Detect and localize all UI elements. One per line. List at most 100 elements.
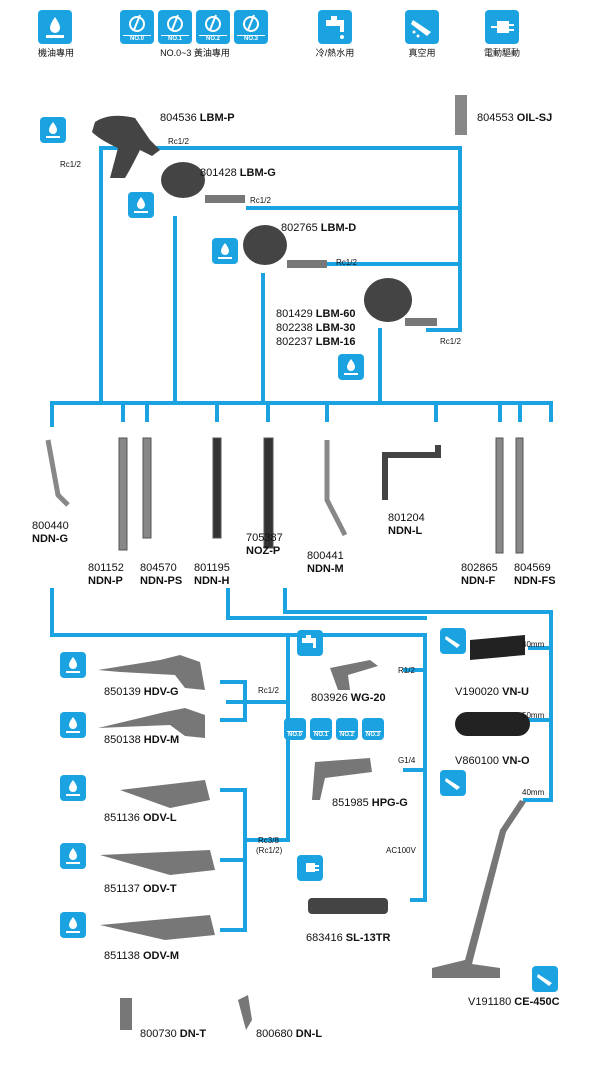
hdv-m-gun [98,708,205,738]
product-label-hdv-m: 850138 HDV-M [104,734,180,746]
lbm-60-meter [364,278,412,322]
thread-label: Rc1/2 [336,258,357,267]
thread-label: (Rc1/2) [256,846,283,855]
grease-icon-no3: NO.3 [362,718,384,740]
grease-icon-no1: NO.1 [310,718,332,740]
vn-u-nozzle [470,635,525,660]
grade-badge: NO.3 [365,731,381,738]
dn-l-nozzle [238,995,252,1030]
thread-label: G1/4 [398,756,416,765]
legend-caption-oil: 機油專用 [37,48,74,58]
legend-caption-water: 冷/熱水用 [315,48,355,58]
nozzle-shapes [45,437,524,554]
ndn-g-nozzle [45,439,70,507]
ce-450c-wand [432,800,526,978]
hpg-g-gun [312,758,372,800]
grease-icon-no2: NO.2 [336,718,358,740]
grease-icon-no3: NO.3 [234,10,268,44]
plug-icon [485,10,519,44]
product-label-dn-t: 800730 DN-T [140,1028,207,1040]
odv-l-gun [120,780,210,808]
product-label-lbm-60: 801429 LBM-60 [276,308,356,320]
oil-sj-swivel [455,95,467,135]
ndn-f-nozzle [495,437,504,554]
sl-13tr-lamp [308,898,388,914]
voltage-label: AC100V [386,846,416,855]
grease-icon-no0: NO.0 [284,718,306,740]
noz-p-nozzle [263,437,274,549]
odv-m-gun [100,915,215,940]
oil-icon [60,775,86,801]
wg-20-gun [330,660,378,690]
plug-icon [297,855,323,881]
legend-caption-electric: 電動驅動 [483,48,520,58]
ndn-m-nozzle [324,440,348,537]
legend-caption-vacuum: 真空用 [408,48,436,58]
lbm-g-meter [161,162,205,198]
oil-icon [60,652,86,678]
product-label-lbm-d: 802765 LBM-D [281,222,357,234]
product-label-ce-450c: V191180 CE-450C [468,996,560,1008]
grade-badge: NO.2 [199,35,227,43]
connector-lines [50,146,553,932]
product-label-lbm-16: 802237 LBM-16 [276,336,356,348]
vacuum-icon [532,966,558,992]
size-label: 50mm [522,711,545,720]
vn-o-nozzle [455,712,530,736]
size-label: 40mm [522,788,545,797]
thread-label: Rc1/2 [60,160,81,169]
dn-t-nozzle [120,998,132,1030]
oil-icon [60,912,86,938]
product-label-wg-20: 803926 WG-20 [311,692,386,704]
ndn-h-nozzle [212,437,222,539]
thread-label: Rc1/2 [250,196,271,205]
thread-label: R1/2 [398,666,415,675]
grease-icon-no2: NO.2 [196,10,230,44]
vacuum-icon [405,10,439,44]
vacuum-icon [440,628,466,654]
product-label-lbm-g: 801428 LBM-G [200,167,276,179]
grade-badge: NO.1 [161,35,189,43]
product-label-lbm-p: 804536 LBM-P [160,112,235,124]
product-label-oil-sj: 804553 OIL-SJ [477,112,553,124]
grade-badge: NO.0 [123,35,151,43]
grade-badge: NO.2 [339,731,355,738]
ndn-l-nozzle [382,445,441,500]
lower-tool-shapes [98,635,530,1030]
grease-icon-no1: NO.1 [158,10,192,44]
product-label-dn-l: 800680 DN-L [256,1028,323,1040]
product-label-lbm-30: 802238 LBM-30 [276,322,356,334]
product-label-odv-l: 851136 ODV-L [104,812,177,824]
legend-caption-grease: NO.0~3 黃油專用 [160,48,230,58]
product-label-odv-m: 851138 ODV-M [104,950,180,962]
water-tap-icon [297,630,323,656]
oil-icon [38,10,72,44]
grade-badge: NO.1 [313,731,329,738]
ndn-p-nozzle [118,437,128,551]
oil-icon [60,712,86,738]
hdv-g-gun [98,655,205,690]
thread-label: Rc1/2 [258,686,279,695]
product-label-vn-u: V190020 VN-U [455,686,529,698]
product-label-vn-o: V860100 VN-O [455,755,530,767]
size-label: 40mm [522,640,545,649]
water-tap-icon [318,10,352,44]
vacuum-icon [440,770,466,796]
odv-t-gun [100,850,215,875]
oil-icon [60,843,86,869]
product-label-sl-13tr: 683416 SL-13TR [306,932,391,944]
product-label-odv-t: 851137 ODV-T [104,883,177,895]
lbm-p-gun [92,115,160,178]
oil-icon [128,192,154,218]
product-label-hdv-g: 850139 HDV-G [104,686,179,698]
lbm-d-meter [243,225,287,265]
